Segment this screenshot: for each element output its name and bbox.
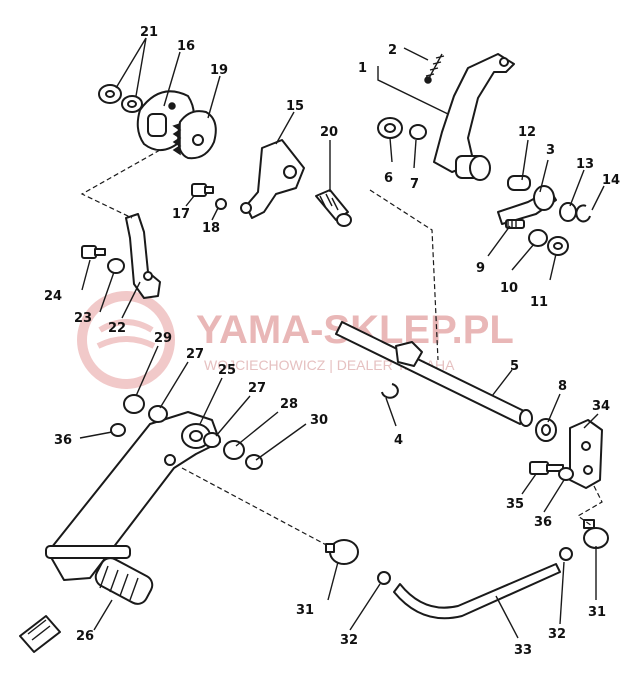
callout-6: 6: [384, 171, 393, 186]
part-number-labels: 21 16 19 15 20 17 18 24 23 22 2 1 12 3 1…: [44, 25, 620, 658]
callout-8: 8: [558, 379, 567, 394]
callout-2: 2: [388, 43, 397, 58]
callout-32-right: 32: [548, 627, 566, 642]
part-33-rod: [393, 563, 561, 620]
callout-27-lower: 27: [248, 381, 266, 396]
callout-31-right: 31: [588, 605, 606, 620]
callout-3: 3: [546, 143, 555, 158]
callout-15: 15: [286, 99, 304, 114]
part-26-pad-icon: [19, 615, 61, 653]
part-9-bolt: [505, 219, 525, 229]
part-18-washer: [215, 198, 227, 210]
part-3-shift-guide: [497, 185, 557, 225]
callout-29: 29: [154, 331, 172, 346]
part-4-circlip: [381, 383, 399, 399]
callout-14: 14: [602, 173, 620, 188]
callout-32-left: 32: [340, 633, 358, 648]
part-36-nut-right: [558, 467, 574, 481]
callout-34: 34: [592, 399, 610, 414]
part-2-spring: [424, 53, 445, 84]
part-17-bolt: [191, 183, 214, 197]
assembly-line-16-22: [80, 149, 161, 219]
part-24-bolt: [81, 245, 106, 259]
callout-17: 17: [172, 207, 190, 222]
callout-16: 16: [177, 39, 195, 54]
part-6-collar: [377, 117, 403, 139]
callout-23: 23: [74, 311, 92, 326]
callout-36-left: 36: [54, 433, 72, 448]
part-8-seal: [535, 418, 557, 442]
part-26-rubber-grip: [94, 557, 154, 605]
part-31-joint-left: [325, 539, 359, 565]
part-14-circlip: [575, 204, 591, 223]
assembly-line-34-31: [576, 485, 603, 527]
part-13-washer: [559, 202, 577, 222]
part-28-washer: [223, 440, 245, 460]
part-1-shift-arm: [433, 53, 515, 181]
callout-26: 26: [76, 629, 94, 644]
part-32-nut-left: [377, 571, 391, 585]
callout-24: 24: [44, 289, 62, 304]
callout-11: 11: [530, 295, 548, 310]
part-20-pin: [315, 189, 352, 227]
part-23-washer: [107, 258, 125, 274]
callout-36-right: 36: [534, 515, 552, 530]
part-11-washer: [547, 236, 569, 256]
part-27-oring-upper: [148, 405, 168, 423]
callout-7: 7: [410, 177, 419, 192]
part-36-nut-left: [110, 423, 126, 437]
part-15-bracket: [240, 139, 305, 219]
assembly-line-25-31: [181, 467, 333, 549]
callout-21: 21: [140, 25, 158, 40]
callout-5: 5: [510, 359, 519, 374]
part-31-joint-right: [583, 519, 609, 549]
part-25-pedal: [45, 411, 221, 581]
part-22-lever: [125, 213, 161, 299]
callout-20: 20: [320, 125, 338, 140]
callout-9: 9: [476, 261, 485, 276]
watermark-logo-icon: [77, 291, 175, 389]
callout-27-upper: 27: [186, 347, 204, 362]
assembly-line-1-5: [369, 189, 439, 361]
callout-33: 33: [514, 643, 532, 658]
part-19-gear-segment: [172, 110, 217, 160]
callout-31-left: 31: [296, 603, 314, 618]
callout-13: 13: [576, 157, 594, 172]
watermark: YAMA-SKLEP.PL WOJCIECHOWICZ | DEALER YAM…: [77, 291, 514, 389]
callout-12: 12: [518, 125, 536, 140]
callout-28: 28: [280, 397, 298, 412]
callout-19: 19: [210, 63, 228, 78]
part-32-nut-right: [559, 547, 573, 561]
callout-18: 18: [202, 221, 220, 236]
part-34-bracket: [569, 419, 603, 489]
part-7-washer: [409, 124, 427, 140]
leader-lines: [79, 37, 605, 639]
callout-25: 25: [218, 363, 236, 378]
callout-35: 35: [506, 497, 524, 512]
callout-30: 30: [310, 413, 328, 428]
part-29-washer: [123, 394, 145, 414]
part-12-roller: [507, 175, 531, 191]
callout-1: 1: [358, 61, 367, 76]
part-10-collar: [528, 229, 548, 247]
part-27-oring-lower: [203, 432, 221, 448]
callout-22: 22: [108, 321, 126, 336]
callout-4: 4: [394, 433, 403, 448]
part-21-nuts: [98, 84, 143, 113]
part-5-shift-shaft: [335, 321, 533, 427]
callout-10: 10: [500, 281, 518, 296]
part-35-bolt: [529, 461, 564, 475]
